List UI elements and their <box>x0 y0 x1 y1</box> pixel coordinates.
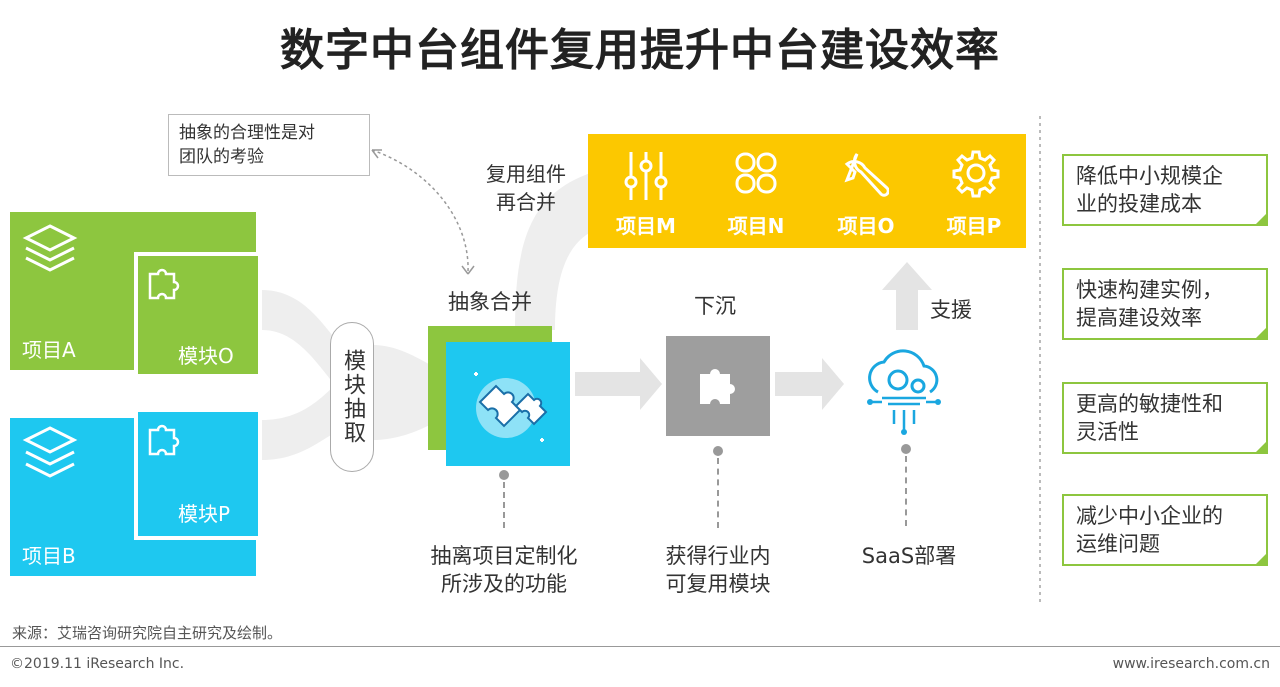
project-p-label: 项目P <box>946 214 1002 238</box>
connector-line <box>503 482 505 528</box>
merge-caption: 抽离项目定制化 所涉及的功能 <box>418 542 590 598</box>
reuse-label-line-2: 再合并 <box>496 190 556 214</box>
module-o-block: 模块O <box>134 252 262 378</box>
benefit-box: 减少中小企业的 运维问题 <box>1062 494 1268 566</box>
support-label: 支援 <box>930 298 972 322</box>
benefit-line-1: 减少中小企业的 <box>1076 504 1223 528</box>
module-p-block: 模块P <box>134 408 262 540</box>
note-line-2: 团队的考验 <box>179 147 264 167</box>
source-note: 来源：艾瑞咨询研究院自主研究及绘制。 <box>12 624 283 642</box>
benefit-line-2: 运维问题 <box>1076 532 1160 556</box>
note-line-1: 抽象的合理性是对 <box>179 123 315 143</box>
clover-icon <box>735 152 777 194</box>
saas-caption: SaaS部署 <box>861 544 957 568</box>
project-m-item: 项目M <box>596 134 696 248</box>
sink-caption-line-2: 可复用模块 <box>665 572 771 596</box>
benefit-line-1: 降低中小规模企 <box>1076 164 1223 188</box>
project-m-label: 项目M <box>616 214 676 238</box>
benefit-line-2: 提高建设效率 <box>1076 306 1202 330</box>
arrow-up-support <box>882 262 932 330</box>
wrench-icon <box>844 153 889 197</box>
funnel-right <box>372 345 440 440</box>
gear-icon <box>952 150 1000 198</box>
sliders-icon <box>624 152 668 200</box>
note-connector <box>371 149 469 273</box>
project-a-label: 项目A <box>22 338 76 362</box>
connector-dot <box>713 446 723 456</box>
benefit-line-1: 快速构建实例， <box>1076 278 1223 302</box>
module-o-label: 模块O <box>178 344 234 368</box>
project-p-item: 项目P <box>924 134 1024 248</box>
copyright: ©2019.11 iResearch Inc. <box>10 656 185 672</box>
merge-caption-line-1: 抽离项目定制化 <box>430 544 578 568</box>
reuse-label: 复用组件 再合并 <box>478 160 574 216</box>
layers-icon <box>22 426 78 478</box>
connector-dot <box>901 444 911 454</box>
reusable-projects-bar: 项目M 项目N 项目O 项目P <box>588 134 1026 248</box>
benefit-box: 更高的敏捷性和 灵活性 <box>1062 382 1268 454</box>
connector-line <box>905 456 907 526</box>
cloud-gear-icon <box>867 349 941 435</box>
arrow-merge-to-sink <box>575 358 662 410</box>
benefit-line-2: 灵活性 <box>1076 420 1139 444</box>
layers-icon <box>22 224 78 272</box>
page-title: 数字中台组件复用提升中台建设效率 <box>280 25 1000 76</box>
puzzle-icon <box>148 424 180 456</box>
benefit-box: 降低中小规模企 业的投建成本 <box>1062 154 1268 226</box>
merge-front-block <box>446 342 570 466</box>
connector-line <box>717 458 719 528</box>
puzzle-merge-icon <box>474 372 548 442</box>
project-n-item: 项目N <box>706 134 806 248</box>
sink-label: 下沉 <box>694 294 736 318</box>
project-n-label: 项目N <box>727 214 785 238</box>
reuse-arc-shape <box>515 170 600 330</box>
benefit-line-1: 更高的敏捷性和 <box>1076 392 1223 416</box>
merge-caption-line-2: 所涉及的功能 <box>441 572 567 596</box>
benefit-line-2: 业的投建成本 <box>1076 192 1202 216</box>
project-o-label: 项目O <box>837 214 895 238</box>
sink-block <box>666 336 770 436</box>
arrow-sink-to-saas <box>775 358 844 410</box>
project-b-label: 项目B <box>22 544 76 568</box>
footer-divider <box>0 646 1280 647</box>
note-box: 抽象的合理性是对 团队的考验 <box>168 114 370 176</box>
website: www.iresearch.com.cn <box>1112 656 1270 672</box>
module-p-label: 模块P <box>178 502 231 526</box>
funnel-bottom <box>262 380 340 460</box>
puzzle-icon <box>700 369 735 404</box>
benefit-box: 快速构建实例， 提高建设效率 <box>1062 268 1268 340</box>
project-o-item: 项目O <box>816 134 916 248</box>
merge-label: 抽象合并 <box>448 290 532 314</box>
reuse-label-line-1: 复用组件 <box>486 162 566 186</box>
connector-dot <box>499 470 509 480</box>
sink-caption: 获得行业内 可复用模块 <box>648 542 788 598</box>
puzzle-icon <box>148 268 180 300</box>
extract-label: 模块抽取 <box>340 349 365 445</box>
funnel-top <box>262 290 340 390</box>
extract-pill: 模块抽取 <box>330 322 374 472</box>
sink-caption-line-1: 获得行业内 <box>665 544 771 568</box>
